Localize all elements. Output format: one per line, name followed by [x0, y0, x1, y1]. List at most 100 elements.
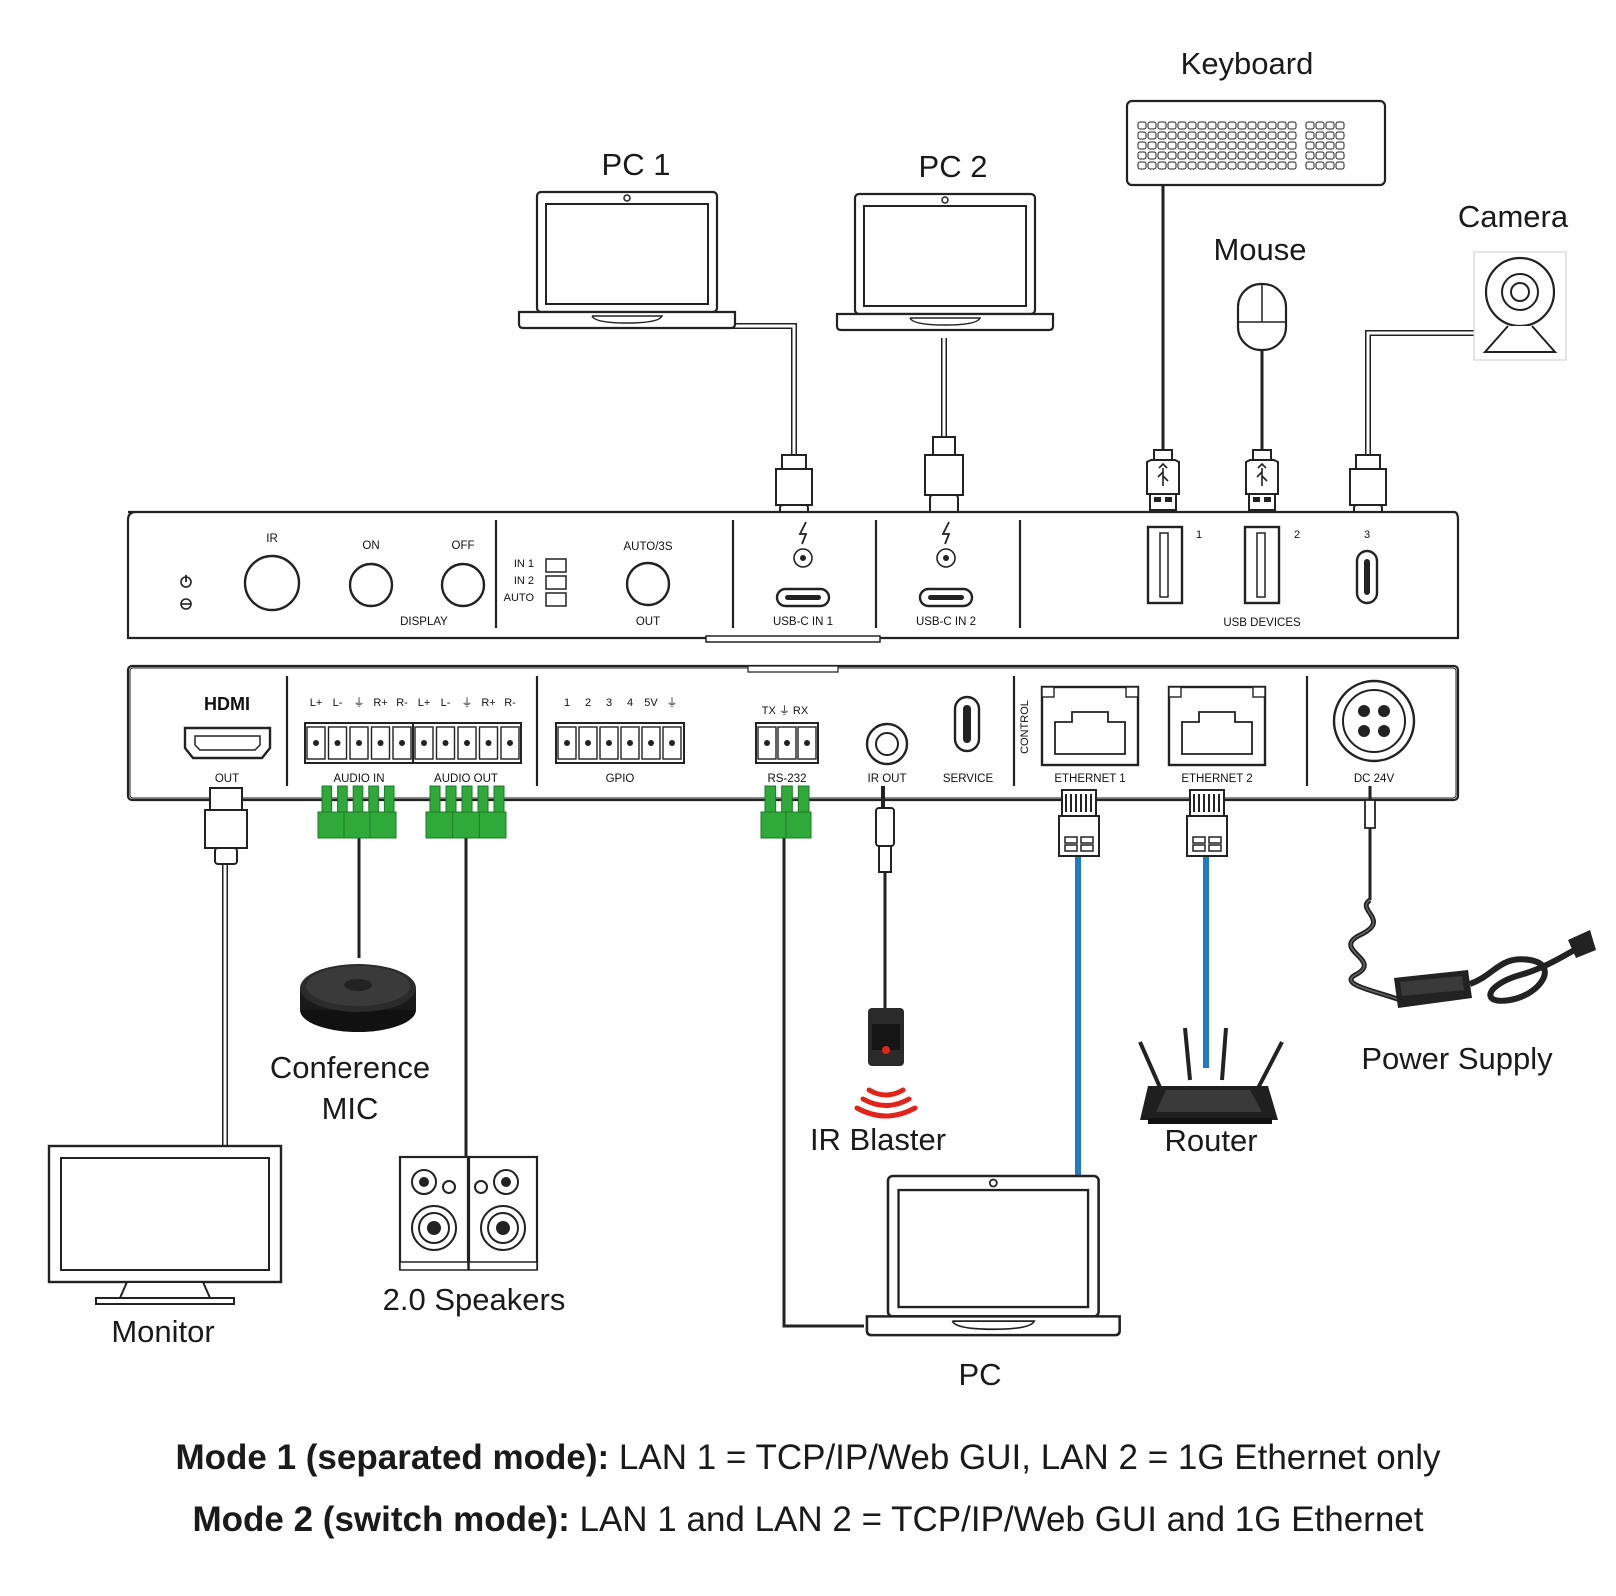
mode2-description: Mode 2 (switch mode): LAN 1 and LAN 2 = … — [0, 1500, 1616, 1540]
terminal-block-plugs — [317, 785, 812, 839]
monitor-label: Monitor — [111, 1314, 214, 1349]
out-label: OUT — [636, 616, 660, 628]
gpio-pin-4: 5V — [644, 697, 658, 709]
mode1-description: Mode 1 (separated mode): LAN 1 = TCP/IP/… — [0, 1438, 1616, 1478]
ethernet1-port[interactable] — [1040, 685, 1140, 767]
speakers: 2.0 Speakers — [383, 1155, 566, 1317]
control-label: CONTROL — [1019, 700, 1031, 754]
usb-devices-label: USB DEVICES — [1223, 617, 1301, 629]
service-label: SERVICE — [943, 773, 994, 785]
dc-power-jack[interactable] — [1332, 679, 1416, 763]
mode1-text: LAN 1 = TCP/IP/Web GUI, LAN 2 = 1G Ether… — [609, 1438, 1441, 1477]
dc-plug — [1364, 786, 1376, 829]
usbc-in1-port[interactable] — [775, 521, 831, 608]
pc-laptop: PC — [865, 1174, 1121, 1392]
mode2-text: LAN 1 and LAN 2 = TCP/IP/Web GUI and 1G … — [569, 1500, 1424, 1539]
audio-out-pin-0: L+ — [418, 697, 431, 709]
audio-in-pin-3: R+ — [373, 697, 387, 709]
audio-out-pin-2: ⏚ — [462, 696, 473, 709]
hdmi-out-port[interactable] — [183, 726, 272, 760]
audio-in-pin-1: L- — [333, 697, 343, 709]
audio-out-plug — [425, 785, 507, 839]
pc-label: PC — [958, 1357, 1001, 1392]
camera-label: Camera — [1458, 199, 1569, 234]
usb-port-3-number: 3 — [1364, 529, 1370, 541]
rj45-plug-2 — [1186, 789, 1228, 857]
mouse-label: Mouse — [1213, 232, 1306, 267]
dc24v-label: DC 24V — [1354, 773, 1395, 785]
audio-in-terminal[interactable] — [304, 722, 414, 764]
usb-device-port-1[interactable] — [1146, 525, 1184, 605]
rj45-plug-1 — [1058, 789, 1100, 857]
usba-plug-mouse — [1245, 449, 1279, 511]
power-icon — [180, 575, 192, 610]
rs232-pin-labels: TX ⏚ RX — [762, 704, 809, 717]
in2-led — [545, 575, 567, 590]
camera: Camera — [1458, 199, 1569, 361]
rs232-plug — [760, 785, 812, 839]
audio-in-plug — [317, 785, 397, 839]
audio-out-pin-labels: L+ L- ⏚ R+ R- — [418, 696, 516, 709]
audio-out-pin-4: R- — [504, 697, 516, 709]
keyboard-keys — [1137, 121, 1345, 170]
pc1-laptop: PC 1 — [517, 147, 737, 330]
usb-device-port-2[interactable] — [1243, 525, 1281, 605]
in2-label: IN 2 — [514, 575, 534, 587]
ir-signal-icon — [854, 1087, 918, 1119]
audio-in-pin-labels: L+ L- ⏚ R+ R- — [310, 696, 408, 709]
conference-mic-label-2: MIC — [322, 1091, 379, 1126]
audio-out-terminal[interactable] — [412, 722, 522, 764]
keyboard: Keyboard — [1125, 46, 1387, 187]
hdmi-plug — [204, 787, 248, 865]
gpio-pin-0: 1 — [564, 697, 570, 709]
audio-out-pin-3: R+ — [481, 697, 495, 709]
mode1-title: Mode 1 (separated mode): — [175, 1438, 610, 1477]
usb-port-2-number: 2 — [1294, 529, 1300, 541]
gpio-label: GPIO — [606, 773, 635, 785]
conference-mic: Conference MIC — [270, 964, 430, 1126]
audio-out-pin-1: L- — [441, 697, 451, 709]
hdmi-logo: HDMI — [204, 694, 250, 714]
usb-port-1-number: 1 — [1196, 529, 1202, 541]
gpio-pin-5: ⏚ — [667, 696, 678, 709]
speaker-left — [398, 1155, 470, 1271]
usb-device-port-3[interactable] — [1355, 549, 1379, 605]
audio-in-pin-2: ⏚ — [354, 696, 365, 709]
ir-blaster: IR Blaster — [810, 1008, 946, 1157]
auto-select-button[interactable] — [625, 561, 671, 607]
ethernet2-label: ETHERNET 2 — [1181, 773, 1252, 785]
gpio-pin-1: 2 — [585, 697, 591, 709]
usbc-in2-port[interactable] — [918, 521, 974, 608]
power-supply: Power Supply — [1348, 897, 1596, 1076]
audio-in-pin-4: R- — [396, 697, 408, 709]
gpio-pin-2: 3 — [606, 697, 612, 709]
pc2-label: PC 2 — [919, 149, 988, 184]
display-on-button[interactable] — [348, 562, 394, 608]
pc1-label: PC 1 — [602, 147, 671, 182]
in1-label: IN 1 — [514, 558, 534, 570]
rs232-terminal[interactable] — [755, 722, 819, 764]
auto-led — [545, 592, 567, 607]
ir-plug — [875, 786, 895, 873]
gpio-terminal[interactable] — [555, 722, 685, 764]
pc2-laptop: PC 2 — [835, 149, 1055, 332]
display-label: DISPLAY — [400, 616, 448, 628]
ir-out-jack[interactable] — [865, 722, 909, 766]
off-label: OFF — [452, 540, 475, 552]
conference-mic-label-1: Conference — [270, 1050, 430, 1085]
on-label: ON — [362, 540, 379, 552]
ethernet2-port[interactable] — [1167, 685, 1267, 767]
audio-in-pin-0: L+ — [310, 697, 323, 709]
ir-label: IR — [266, 533, 278, 545]
speakers-label: 2.0 Speakers — [383, 1282, 566, 1317]
ir-blaster-label: IR Blaster — [810, 1122, 946, 1157]
audio-in-label: AUDIO IN — [333, 773, 384, 785]
mouse: Mouse — [1213, 232, 1307, 352]
auto-label: AUTO — [504, 592, 535, 604]
display-off-button[interactable] — [440, 562, 486, 608]
ir-window — [243, 554, 301, 612]
service-port[interactable] — [953, 695, 981, 753]
rear-panel: HDMI OUT L+L-⏚R+R- L+L-⏚R+R- AUDIO IN AU… — [126, 664, 1460, 802]
